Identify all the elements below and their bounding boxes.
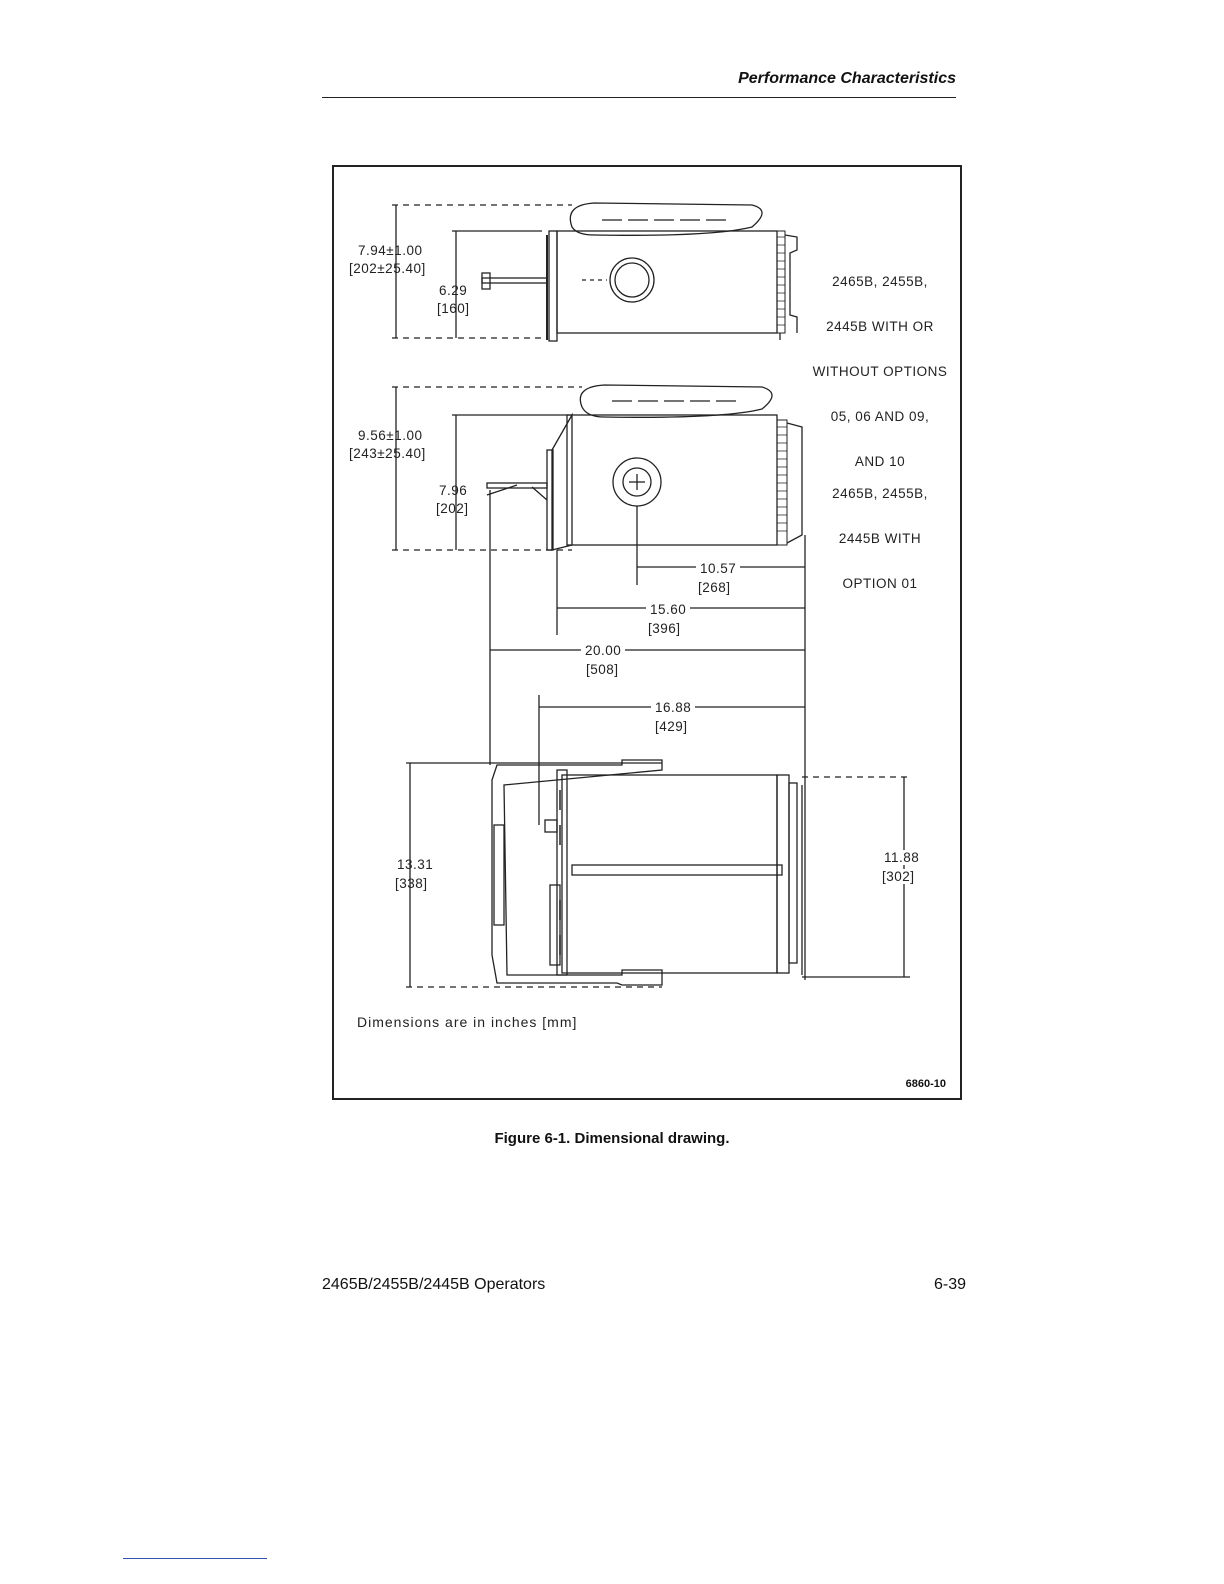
view1-model-line: AND 10	[854, 454, 906, 469]
view1-height-outer: 7.94±1.00	[358, 243, 423, 258]
view2-model-line: 2465B, 2455B,	[832, 486, 928, 501]
view1-model-line: 05, 06 AND 09,	[830, 409, 930, 424]
top-width-outer-mm: [338]	[395, 876, 428, 891]
length-2-in: 15.60	[646, 602, 691, 617]
top-width-inner: 11.88	[884, 850, 920, 865]
view2-model-line: OPTION 01	[842, 576, 918, 591]
view2-height-inner-mm: [202]	[436, 501, 469, 516]
header-rule	[322, 97, 956, 98]
top-view	[406, 759, 910, 988]
figure-caption: Figure 6-1. Dimensional drawing.	[494, 1130, 730, 1147]
length-dimensions	[489, 490, 806, 980]
view1-models: 2465B, 2455B, 2445B WITH OR WITHOUT OPTI…	[808, 244, 952, 484]
side-view-standard	[392, 202, 798, 342]
view1-model-line: 2445B WITH OR	[826, 319, 934, 334]
footer-manual-title: 2465B/2455B/2445B Operators	[322, 1276, 546, 1293]
length-1-in: 10.57	[696, 561, 741, 576]
view1-height-inner: 6.29	[439, 283, 468, 298]
side-view-option-01	[392, 384, 803, 585]
top-width-outer: 13.31	[397, 857, 434, 872]
view2-height-outer: 9.56±1.00	[358, 428, 423, 443]
length-3-mm: [508]	[586, 662, 619, 677]
length-1-mm: [268]	[698, 580, 731, 595]
bottom-rule	[123, 1558, 267, 1559]
view2-height-inner: 7.96	[439, 483, 468, 498]
dimensions-note: Dimensions are in inches [mm]	[357, 1014, 578, 1030]
length-4-in: 16.88	[651, 700, 696, 715]
view1-height-inner-mm: [160]	[437, 301, 470, 316]
view1-height-outer-mm: [202±25.40]	[349, 261, 426, 276]
view1-model-line: WITHOUT OPTIONS	[812, 364, 948, 379]
length-3-in: 20.00	[581, 643, 626, 658]
view2-model-line: 2445B WITH	[838, 531, 922, 546]
footer-page-number: 6-39	[933, 1276, 966, 1293]
length-2-mm: [396]	[648, 621, 681, 636]
page-header-title: Performance Characteristics	[738, 70, 956, 87]
dimensional-drawing	[392, 202, 910, 988]
figure-frame	[332, 165, 962, 1100]
view1-model-line: 2465B, 2455B,	[832, 274, 928, 289]
view2-height-outer-mm: [243±25.40]	[349, 446, 426, 461]
top-width-inner-mm: [302]	[882, 869, 915, 884]
length-4-mm: [429]	[655, 719, 688, 734]
view2-models: 2465B, 2455B, 2445B WITH OPTION 01	[808, 456, 952, 606]
figure-id: 6860-10	[905, 1078, 946, 1090]
